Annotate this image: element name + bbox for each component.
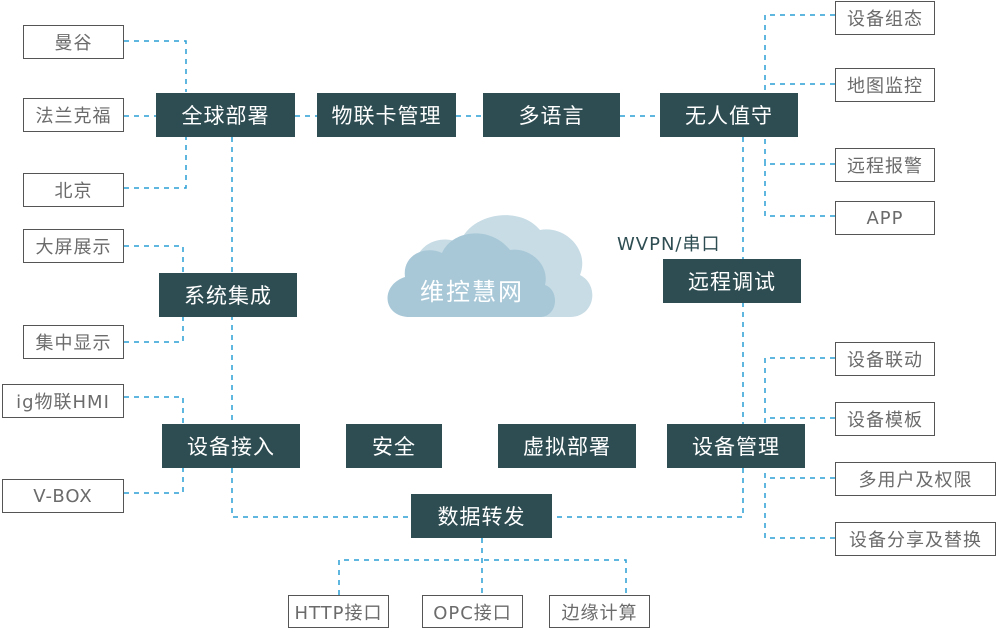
node-unattended: 无人值守 bbox=[660, 93, 798, 137]
node-multilang: 多语言 bbox=[483, 93, 620, 137]
connector-access-down bbox=[231, 468, 411, 518]
connector-app bbox=[764, 164, 835, 217]
connector-central-display bbox=[124, 315, 184, 343]
connector-bangkok bbox=[124, 40, 187, 92]
connector-beijing bbox=[124, 137, 187, 189]
leaf-remote-alarm: 远程报警 bbox=[835, 148, 935, 182]
connector-alarm bbox=[764, 137, 835, 165]
node-global-deploy: 全球部署 bbox=[156, 93, 295, 137]
leaf-map-monitor: 地图监控 bbox=[835, 68, 935, 102]
leaf-opc: OPC接口 bbox=[422, 595, 523, 628]
node-device-access: 设备接入 bbox=[162, 424, 300, 468]
node-data-forward: 数据转发 bbox=[411, 494, 552, 538]
node-security: 安全 bbox=[346, 424, 442, 468]
leaf-central-display: 集中显示 bbox=[23, 325, 124, 359]
node-iot-card: 物联卡管理 bbox=[317, 93, 456, 137]
leaf-ig-hmi: ig物联HMI bbox=[2, 384, 124, 418]
leaf-vbox: V-BOX bbox=[2, 479, 124, 513]
connector-ig-hmi bbox=[124, 396, 184, 425]
connector-config bbox=[764, 14, 835, 92]
leaf-template: 设备模板 bbox=[835, 402, 935, 436]
connector-linkage bbox=[764, 357, 835, 425]
node-system-integration: 系统集成 bbox=[159, 273, 297, 317]
leaf-beijing: 北京 bbox=[23, 173, 124, 207]
leaf-big-screen: 大屏展示 bbox=[23, 229, 124, 263]
node-virtual-deploy: 虚拟部署 bbox=[498, 424, 636, 468]
connector-multiuser bbox=[764, 468, 835, 479]
node-remote-debug: 远程调试 bbox=[663, 259, 801, 303]
leaf-http: HTTP接口 bbox=[288, 595, 389, 628]
connector-mgmt-down bbox=[552, 468, 744, 518]
wvpn-label: WVPN/串口 bbox=[617, 234, 721, 255]
leaf-edge: 边缘计算 bbox=[549, 595, 650, 628]
leaf-bangkok: 曼谷 bbox=[23, 25, 124, 59]
center-cloud-label: 维控慧网 bbox=[420, 278, 524, 306]
leaf-linkage: 设备联动 bbox=[835, 342, 935, 376]
leaf-share-replace: 设备分享及替换 bbox=[835, 522, 996, 556]
connector-big-screen bbox=[124, 245, 184, 276]
leaf-multiuser: 多用户及权限 bbox=[835, 462, 996, 496]
connector-share bbox=[764, 478, 835, 539]
cloud-icon bbox=[387, 215, 593, 317]
connector-vbox bbox=[124, 468, 184, 494]
leaf-app: APP bbox=[835, 201, 935, 235]
node-device-mgmt: 设备管理 bbox=[667, 424, 805, 468]
leaf-frankfurt: 法兰克福 bbox=[23, 98, 124, 132]
leaf-config: 设备组态 bbox=[835, 1, 935, 35]
